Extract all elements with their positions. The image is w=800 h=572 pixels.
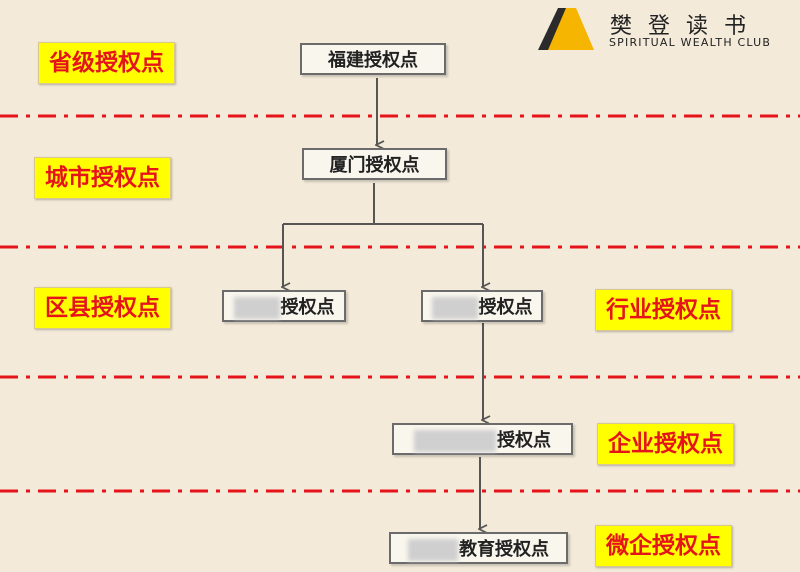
level-label-industry: 行业授权点 — [595, 289, 732, 331]
redacted-text — [431, 297, 478, 319]
node-xiamen: 厦门授权点 — [302, 148, 447, 180]
node-fujian: 福建授权点 — [300, 43, 446, 75]
brand-name: 樊登读书 — [610, 14, 763, 39]
node-enterprise: 授权点 — [392, 423, 573, 455]
node-micro-label: 教育授权点 — [459, 539, 549, 560]
node-industry: 授权点 — [421, 290, 543, 322]
redacted-text — [233, 297, 280, 319]
brand-logo: 樊登读书 SPIRITUAL WEALTH CLUB — [536, 4, 800, 56]
level-label-province: 省级授权点 — [38, 42, 175, 84]
level-label-enterprise: 企业授权点 — [597, 423, 734, 465]
redacted-text — [408, 539, 458, 561]
node-district-label: 授权点 — [280, 297, 335, 318]
brand-subtitle: SPIRITUAL WEALTH CLUB — [609, 36, 772, 49]
level-label-micro: 微企授权点 — [595, 525, 732, 567]
level-label-district: 区县授权点 — [34, 287, 171, 329]
level-label-city: 城市授权点 — [34, 157, 171, 199]
logo-mark-icon — [538, 8, 594, 50]
node-micro: 教育授权点 — [389, 532, 568, 564]
redacted-text — [414, 430, 496, 452]
node-district: 授权点 — [222, 290, 346, 322]
node-industry-label: 授权点 — [478, 297, 533, 318]
node-enterprise-label: 授权点 — [497, 430, 551, 451]
node-xiamen-label: 厦门授权点 — [329, 155, 420, 176]
node-fujian-label: 福建授权点 — [328, 50, 418, 71]
